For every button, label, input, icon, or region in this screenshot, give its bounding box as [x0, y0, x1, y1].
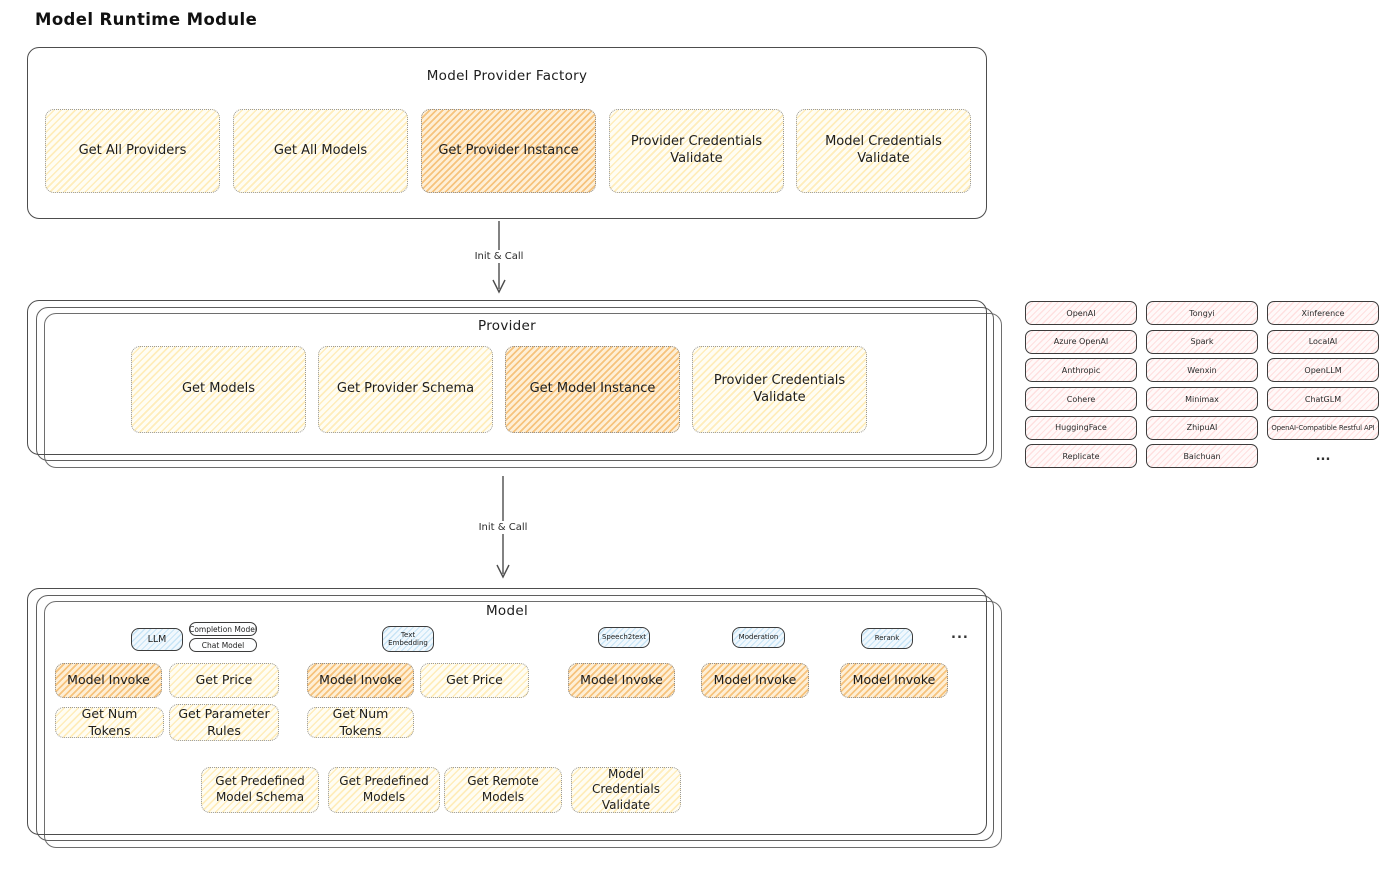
tab-rerank[interactable]: Rerank: [861, 628, 913, 649]
tab-moderation[interactable]: Moderation: [732, 627, 785, 648]
init-call-label: Init & Call: [466, 521, 540, 534]
get-remote-models-button[interactable]: Get Remote Models: [444, 767, 562, 813]
model-box: Model LLM Completion Model Chat Model Te…: [27, 588, 1002, 848]
factory-box-title: Model Provider Factory: [426, 68, 588, 84]
provider-pill[interactable]: Baichuan: [1146, 444, 1258, 469]
rerank-model-invoke-button[interactable]: Model Invoke: [840, 663, 948, 698]
provider-pill[interactable]: Azure OpenAI: [1025, 329, 1137, 354]
provider-pill[interactable]: ChatGLM: [1267, 387, 1379, 412]
tab-speech2text[interactable]: Speech2text: [598, 627, 650, 648]
providers-grid: OpenAI Azure OpenAI Anthropic Cohere Hug…: [1025, 301, 1379, 469]
provider-pill[interactable]: Wenxin: [1146, 358, 1258, 383]
provider-pill[interactable]: Tongyi: [1146, 301, 1258, 325]
provider-pill[interactable]: Replicate: [1025, 444, 1137, 469]
provider-pill[interactable]: ZhipuAI: [1146, 415, 1258, 440]
more-tabs-ellipsis: ...: [951, 627, 969, 642]
tab-llm[interactable]: LLM: [131, 628, 183, 651]
provider-box-title: Provider: [478, 318, 536, 334]
provider-pill[interactable]: Cohere: [1025, 387, 1137, 412]
llm-get-price-button[interactable]: Get Price: [169, 663, 279, 698]
embedding-get-num-tokens-button[interactable]: Get Num Tokens: [307, 706, 414, 738]
provider-pill[interactable]: Spark: [1146, 329, 1258, 354]
embedding-get-price-button[interactable]: Get Price: [420, 663, 529, 698]
diagram-title: Model Runtime Module: [35, 10, 258, 29]
speech2text-model-invoke-button[interactable]: Model Invoke: [568, 663, 675, 698]
get-predefined-model-schema-button[interactable]: Get Predefined Model Schema: [201, 767, 319, 813]
tab-completion-model[interactable]: Completion Model: [189, 622, 257, 636]
provider-pill[interactable]: LocalAI: [1267, 329, 1379, 354]
factory-box: Model Provider Factory Get All Providers…: [27, 47, 987, 219]
get-predefined-models-button[interactable]: Get Predefined Models: [328, 767, 440, 813]
provider-box: Provider Get Models Get Provider Schema …: [27, 300, 1002, 468]
moderation-model-invoke-button[interactable]: Model Invoke: [701, 663, 809, 698]
provider-pill[interactable]: Minimax: [1146, 387, 1258, 412]
provider-pill[interactable]: HuggingFace: [1025, 415, 1137, 440]
llm-get-parameter-rules-button[interactable]: Get Parameter Rules: [169, 704, 279, 741]
provider-credentials-validate-button-2[interactable]: Provider Credentials Validate: [692, 346, 867, 433]
model-box-title: Model: [485, 603, 529, 619]
llm-model-invoke-button[interactable]: Model Invoke: [55, 663, 162, 698]
get-models-button[interactable]: Get Models: [131, 346, 306, 433]
provider-credentials-validate-button[interactable]: Provider Credentials Validate: [609, 109, 784, 193]
get-model-instance-button[interactable]: Get Model Instance: [505, 346, 680, 433]
get-all-models-button[interactable]: Get All Models: [233, 109, 408, 193]
get-provider-instance-button[interactable]: Get Provider Instance: [421, 109, 596, 193]
tab-chat-model[interactable]: Chat Model: [189, 638, 257, 652]
model-credentials-validate-button[interactable]: Model Credentials Validate: [796, 109, 971, 193]
provider-pill[interactable]: Xinference: [1267, 301, 1379, 325]
init-call-label: Init & Call: [462, 250, 536, 263]
model-credentials-validate-button-2[interactable]: Model Credentials Validate: [571, 767, 681, 813]
embedding-model-invoke-button[interactable]: Model Invoke: [307, 663, 414, 698]
provider-pill[interactable]: OpenAI: [1025, 301, 1137, 325]
more-providers-ellipsis: ...: [1315, 448, 1331, 464]
provider-pill[interactable]: OpenAI-Compatible Restful API: [1267, 415, 1379, 440]
tab-text-embedding[interactable]: Text Embedding: [382, 626, 434, 652]
provider-pill[interactable]: OpenLLM: [1267, 358, 1379, 383]
get-provider-schema-button[interactable]: Get Provider Schema: [318, 346, 493, 433]
get-all-providers-button[interactable]: Get All Providers: [45, 109, 220, 193]
llm-get-num-tokens-button[interactable]: Get Num Tokens: [55, 706, 164, 738]
provider-pill[interactable]: Anthropic: [1025, 358, 1137, 383]
